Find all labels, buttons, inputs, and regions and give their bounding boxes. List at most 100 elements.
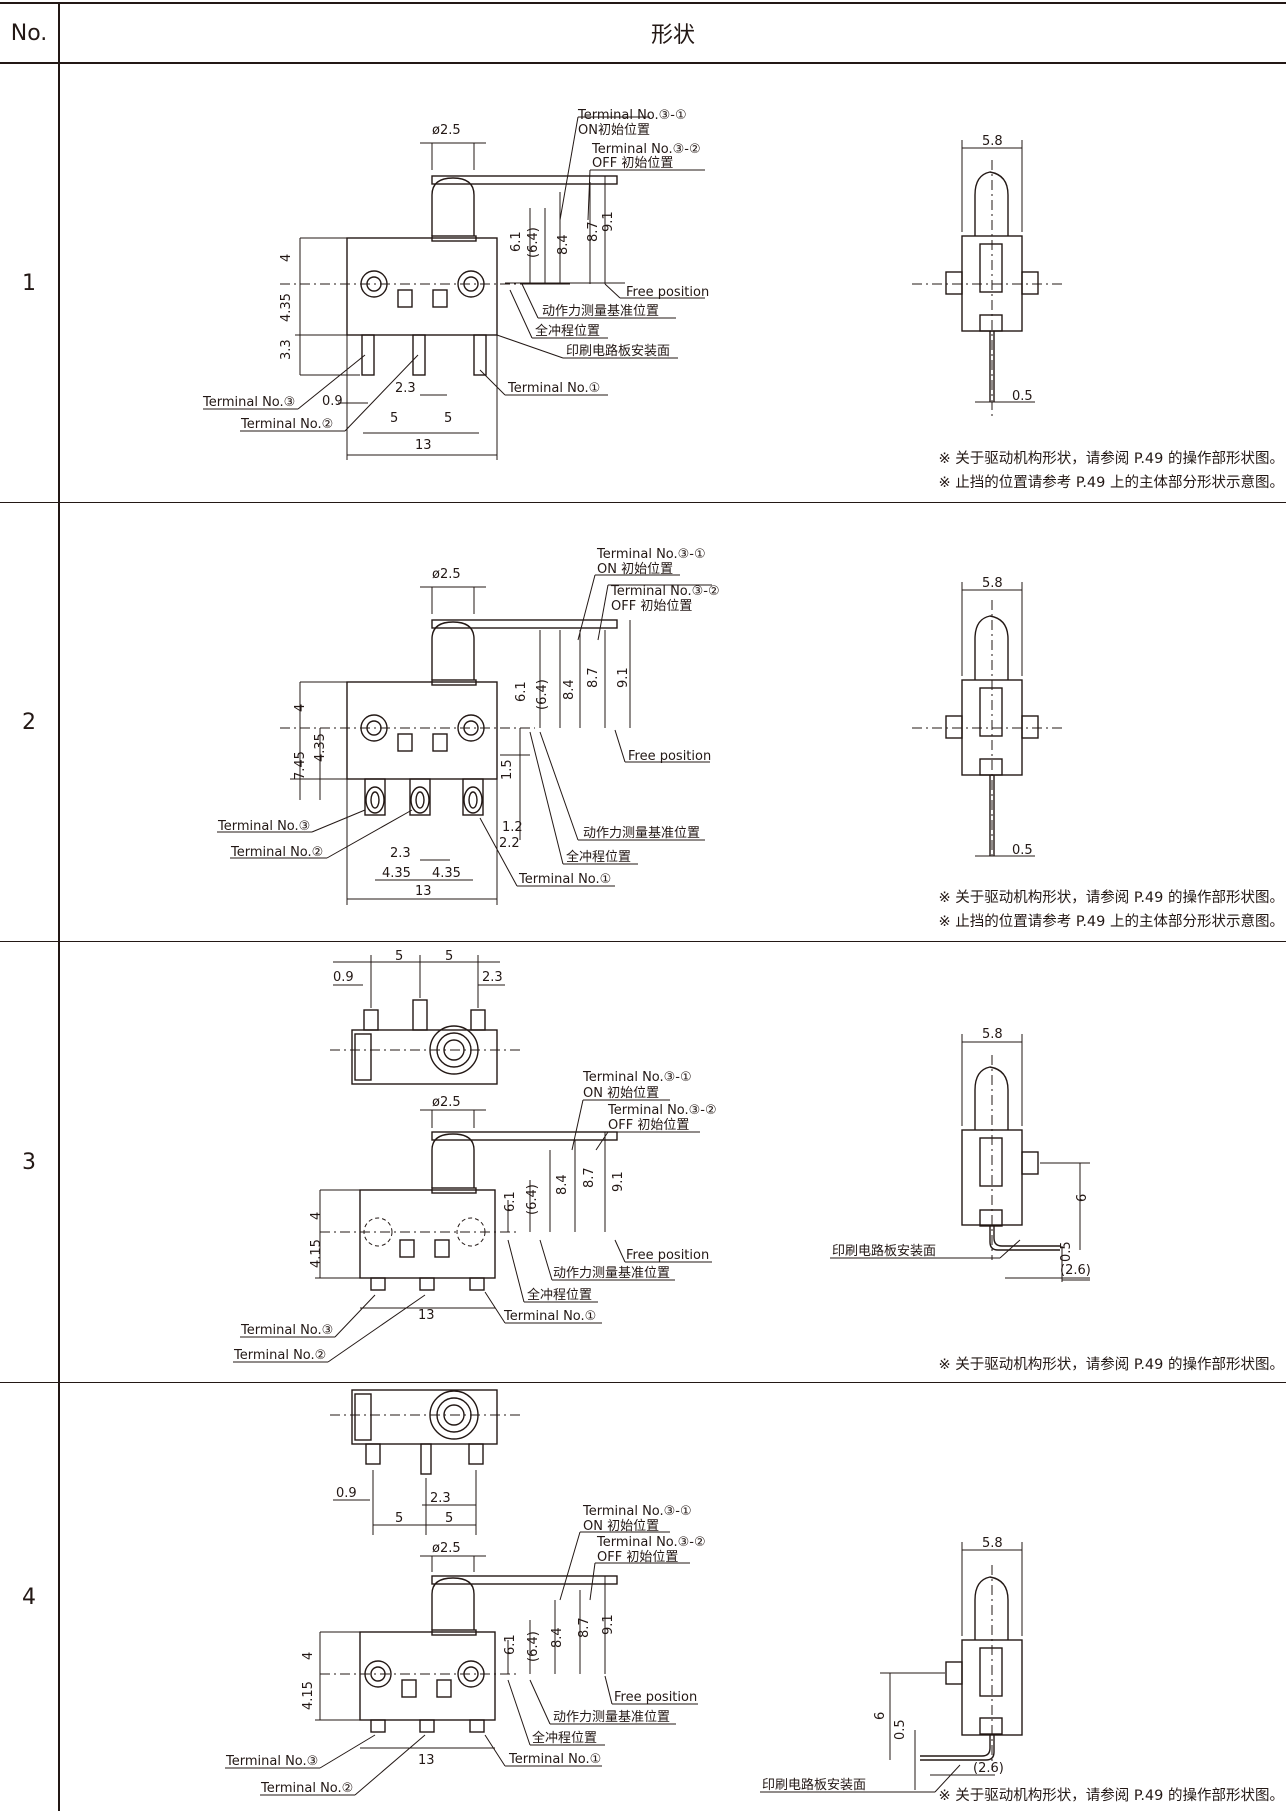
diameter-label: ø2.5 xyxy=(432,1541,461,1556)
dim-5-8: 5.8 xyxy=(982,576,1003,591)
note-line: ※ 关于驱动机构形状，请参阅 P.49 的操作部形状图。 xyxy=(938,890,1284,906)
row3-top-view xyxy=(330,955,520,1085)
on-position-label: ON 初始位置 xyxy=(597,562,673,577)
row-number: 3 xyxy=(22,1149,36,1175)
dim-0-9: 0.9 xyxy=(336,1486,357,1501)
note-line: ※ 关于驱动机构形状，请参阅 P.49 的操作部形状图。 xyxy=(938,1788,1284,1804)
operating-force-ref-label: 动作力测量基准位置 xyxy=(553,1266,670,1281)
row-number: 2 xyxy=(22,709,36,735)
dim-0-5: 0.5 xyxy=(1012,843,1033,858)
note-line: ※ 止挡的位置请参考 P.49 上的主体部分形状示意图。 xyxy=(938,475,1284,491)
dim-9-1: 9.1 xyxy=(601,211,616,232)
dim-9-1: 9.1 xyxy=(616,667,631,688)
terminal-3-label: Terminal No.③ xyxy=(217,819,310,834)
table-top-rule xyxy=(0,2,1286,4)
free-position-label: Free position xyxy=(614,1690,697,1705)
terminal-2-label: Terminal No.② xyxy=(233,1348,326,1363)
dim-13: 13 xyxy=(415,438,432,453)
row3-side-view xyxy=(830,1034,1090,1282)
dim-6: 6 xyxy=(1075,1194,1090,1202)
terminal-1-label: Terminal No.① xyxy=(518,872,611,887)
dim-0-5: 0.5 xyxy=(893,1719,908,1740)
off-position-label: OFF 初始位置 xyxy=(608,1118,689,1133)
free-position-label: Free position xyxy=(628,749,711,764)
header-shape: 形状 xyxy=(650,23,695,48)
dim-1-2: 1.2 xyxy=(502,820,523,835)
dim-5: 5 xyxy=(395,1511,403,1526)
dim-7-45: 7.45 xyxy=(293,751,308,780)
dim-5: 5 xyxy=(445,949,453,964)
terminal-off-label: Terminal No.③-② xyxy=(607,1103,717,1118)
row2-side-view xyxy=(912,582,1065,860)
off-position-label: OFF 初始位置 xyxy=(597,1550,678,1565)
total-travel-label: 全冲程位置 xyxy=(566,849,631,865)
row4-front-view xyxy=(225,1531,698,1796)
row2-front-view xyxy=(217,574,712,905)
dim-0-5: 0.5 xyxy=(1059,1241,1074,1262)
dim-6-4: (6.4) xyxy=(526,227,541,258)
dim-6-4: (6.4) xyxy=(525,1184,540,1215)
diameter-label: ø2.5 xyxy=(432,123,461,138)
dim-4-35: 4.35 xyxy=(313,733,328,762)
dim-1-5: 1.5 xyxy=(500,759,515,780)
dim-8-7: 8.7 xyxy=(582,1167,597,1188)
on-position-label: ON 初始位置 xyxy=(583,1519,659,1534)
terminal-off-label: Terminal No.③-② xyxy=(596,1535,706,1550)
operating-force-ref-label: 动作力测量基准位置 xyxy=(583,826,700,841)
dim-0-9: 0.9 xyxy=(333,970,354,985)
note-line: ※ 关于驱动机构形状，请参阅 P.49 的操作部形状图。 xyxy=(938,1357,1284,1373)
dim-5-8: 5.8 xyxy=(982,1027,1003,1042)
dim-6-4: (6.4) xyxy=(535,679,550,710)
dim-6: 6 xyxy=(873,1712,888,1720)
total-travel-label: 全冲程位置 xyxy=(532,1730,597,1746)
note-line: ※ 关于驱动机构形状，请参阅 P.49 的操作部形状图。 xyxy=(938,451,1284,467)
column-divider xyxy=(58,2,60,1811)
terminal-on-label: Terminal No.③-① xyxy=(582,1504,692,1519)
diameter-label: ø2.5 xyxy=(432,567,461,582)
dim-6-1: 6.1 xyxy=(509,231,524,252)
dim-9-1: 9.1 xyxy=(611,1171,626,1192)
terminal-on-label: Terminal No.③-① xyxy=(582,1070,692,1085)
terminal-2-label: Terminal No.② xyxy=(230,845,323,860)
off-position-label: OFF 初始位置 xyxy=(611,599,692,614)
terminal-off-label: Terminal No.③-② xyxy=(591,142,701,157)
dim-13: 13 xyxy=(418,1308,435,1323)
dim-4: 4 xyxy=(309,1212,324,1220)
dim-4: 4 xyxy=(279,254,294,262)
dim-2-2: 2.2 xyxy=(499,836,520,851)
dim-5: 5 xyxy=(390,411,398,426)
dim-4-35: 4.35 xyxy=(382,866,411,881)
dim-4: 4 xyxy=(301,1652,316,1660)
header-bottom-rule xyxy=(0,62,1286,64)
row-number: 1 xyxy=(22,270,36,296)
dim-2-3: 2.3 xyxy=(482,970,503,985)
header-no: No. xyxy=(10,20,48,46)
dim-0-5: 0.5 xyxy=(1012,389,1033,404)
dim-4-35: 4.35 xyxy=(432,866,461,881)
terminal-1-label: Terminal No.① xyxy=(503,1309,596,1324)
dim-4-15: 4.15 xyxy=(309,1239,324,1268)
dim-5: 5 xyxy=(445,1511,453,1526)
on-position-label: ON初始位置 xyxy=(578,123,650,138)
row1-side-view xyxy=(912,140,1065,420)
terminal-3-label: Terminal No.③ xyxy=(240,1323,333,1338)
dim-4: 4 xyxy=(293,704,308,712)
operating-force-ref-label: 动作力测量基准位置 xyxy=(553,1710,670,1725)
dim-5: 5 xyxy=(444,411,452,426)
terminal-on-label: Terminal No.③-① xyxy=(596,547,706,562)
pcb-mounting-face-label: 印刷电路板安装面 xyxy=(832,1243,936,1259)
row-divider xyxy=(0,1382,1286,1383)
dim-6-1: 6.1 xyxy=(514,681,529,702)
dim-8-4: 8.4 xyxy=(550,1627,565,1648)
total-travel-label: 全冲程位置 xyxy=(535,323,600,339)
terminal-1-label: Terminal No.① xyxy=(508,1752,601,1767)
diameter-label: ø2.5 xyxy=(432,1095,461,1110)
terminal-on-label: Terminal No.③-① xyxy=(577,108,687,123)
terminal-off-label: Terminal No.③-② xyxy=(610,584,720,599)
dim-8-7: 8.7 xyxy=(577,1617,592,1638)
free-position-label: Free position xyxy=(626,285,709,300)
row3-front-view xyxy=(233,1099,712,1363)
row1-front-view xyxy=(203,116,705,460)
row-divider xyxy=(0,941,1286,942)
